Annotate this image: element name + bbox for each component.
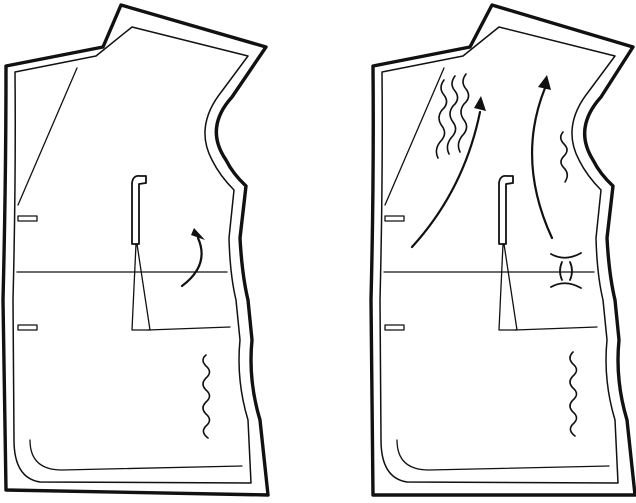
- button-mark-upper: [384, 215, 405, 222]
- dart-legs: [498, 243, 518, 331]
- panel-after: [369, 3, 636, 497]
- wrinkle-squiggle-right: [559, 131, 569, 183]
- button-mark-lower: [384, 324, 405, 331]
- arrow-up: [180, 236, 203, 288]
- pocket-line: [514, 326, 598, 331]
- dart-legs: [131, 243, 151, 331]
- wrinkle-squiggle-bottom: [569, 351, 578, 437]
- pattern-inner-line: [379, 26, 619, 484]
- panel-before: [1, 3, 270, 497]
- lapel-line: [17, 67, 78, 206]
- pattern-inner-line: [12, 26, 252, 484]
- stretch-symbol: [550, 252, 582, 289]
- wrinkle-squiggle: [202, 354, 211, 439]
- hem-line: [29, 439, 243, 471]
- arrow-up-head: [191, 228, 205, 240]
- hem-line: [396, 439, 610, 471]
- dart: [498, 174, 514, 245]
- button-mark-lower: [17, 324, 38, 331]
- wrinkle-squiggle-top-1: [435, 79, 448, 159]
- button-mark-upper: [17, 215, 38, 222]
- arrow-right-head: [538, 75, 551, 90]
- wrinkle-squiggle-top-3: [457, 73, 470, 153]
- lapel-line: [384, 67, 445, 206]
- wrinkle-squiggle-top-2: [446, 75, 459, 155]
- pocket-line: [147, 326, 231, 331]
- arrow-left: [410, 110, 482, 249]
- arrow-left-head: [474, 96, 486, 111]
- arrow-right: [530, 86, 554, 240]
- dart: [131, 174, 147, 245]
